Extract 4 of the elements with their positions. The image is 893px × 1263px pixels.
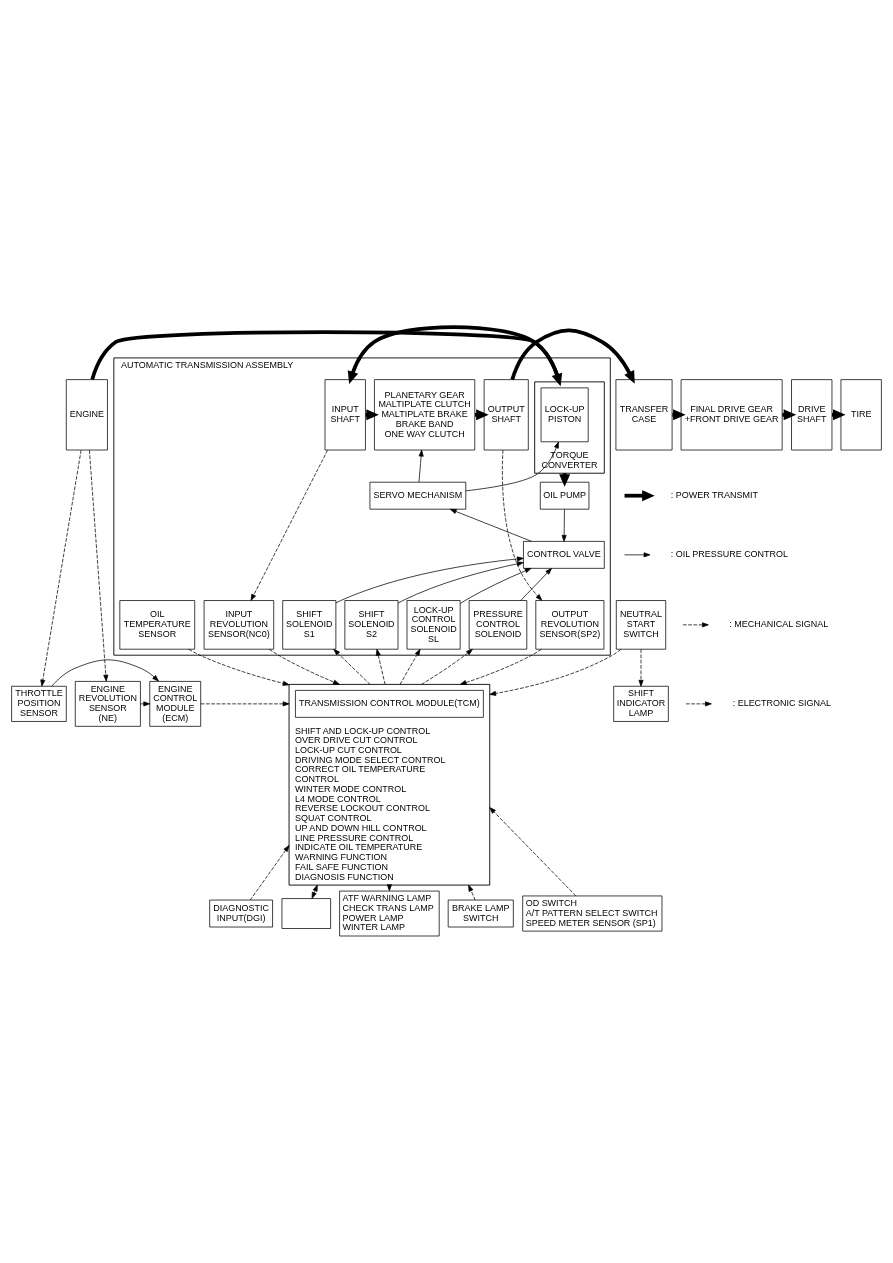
legend-label: : MECHANICAL SIGNAL	[729, 619, 829, 630]
legend-label: : OIL PRESSURE CONTROL	[670, 549, 789, 560]
legend-label: : POWER TRANSMIT	[670, 490, 758, 501]
legend-label: : ELECTRONIC SIGNAL	[732, 698, 831, 709]
